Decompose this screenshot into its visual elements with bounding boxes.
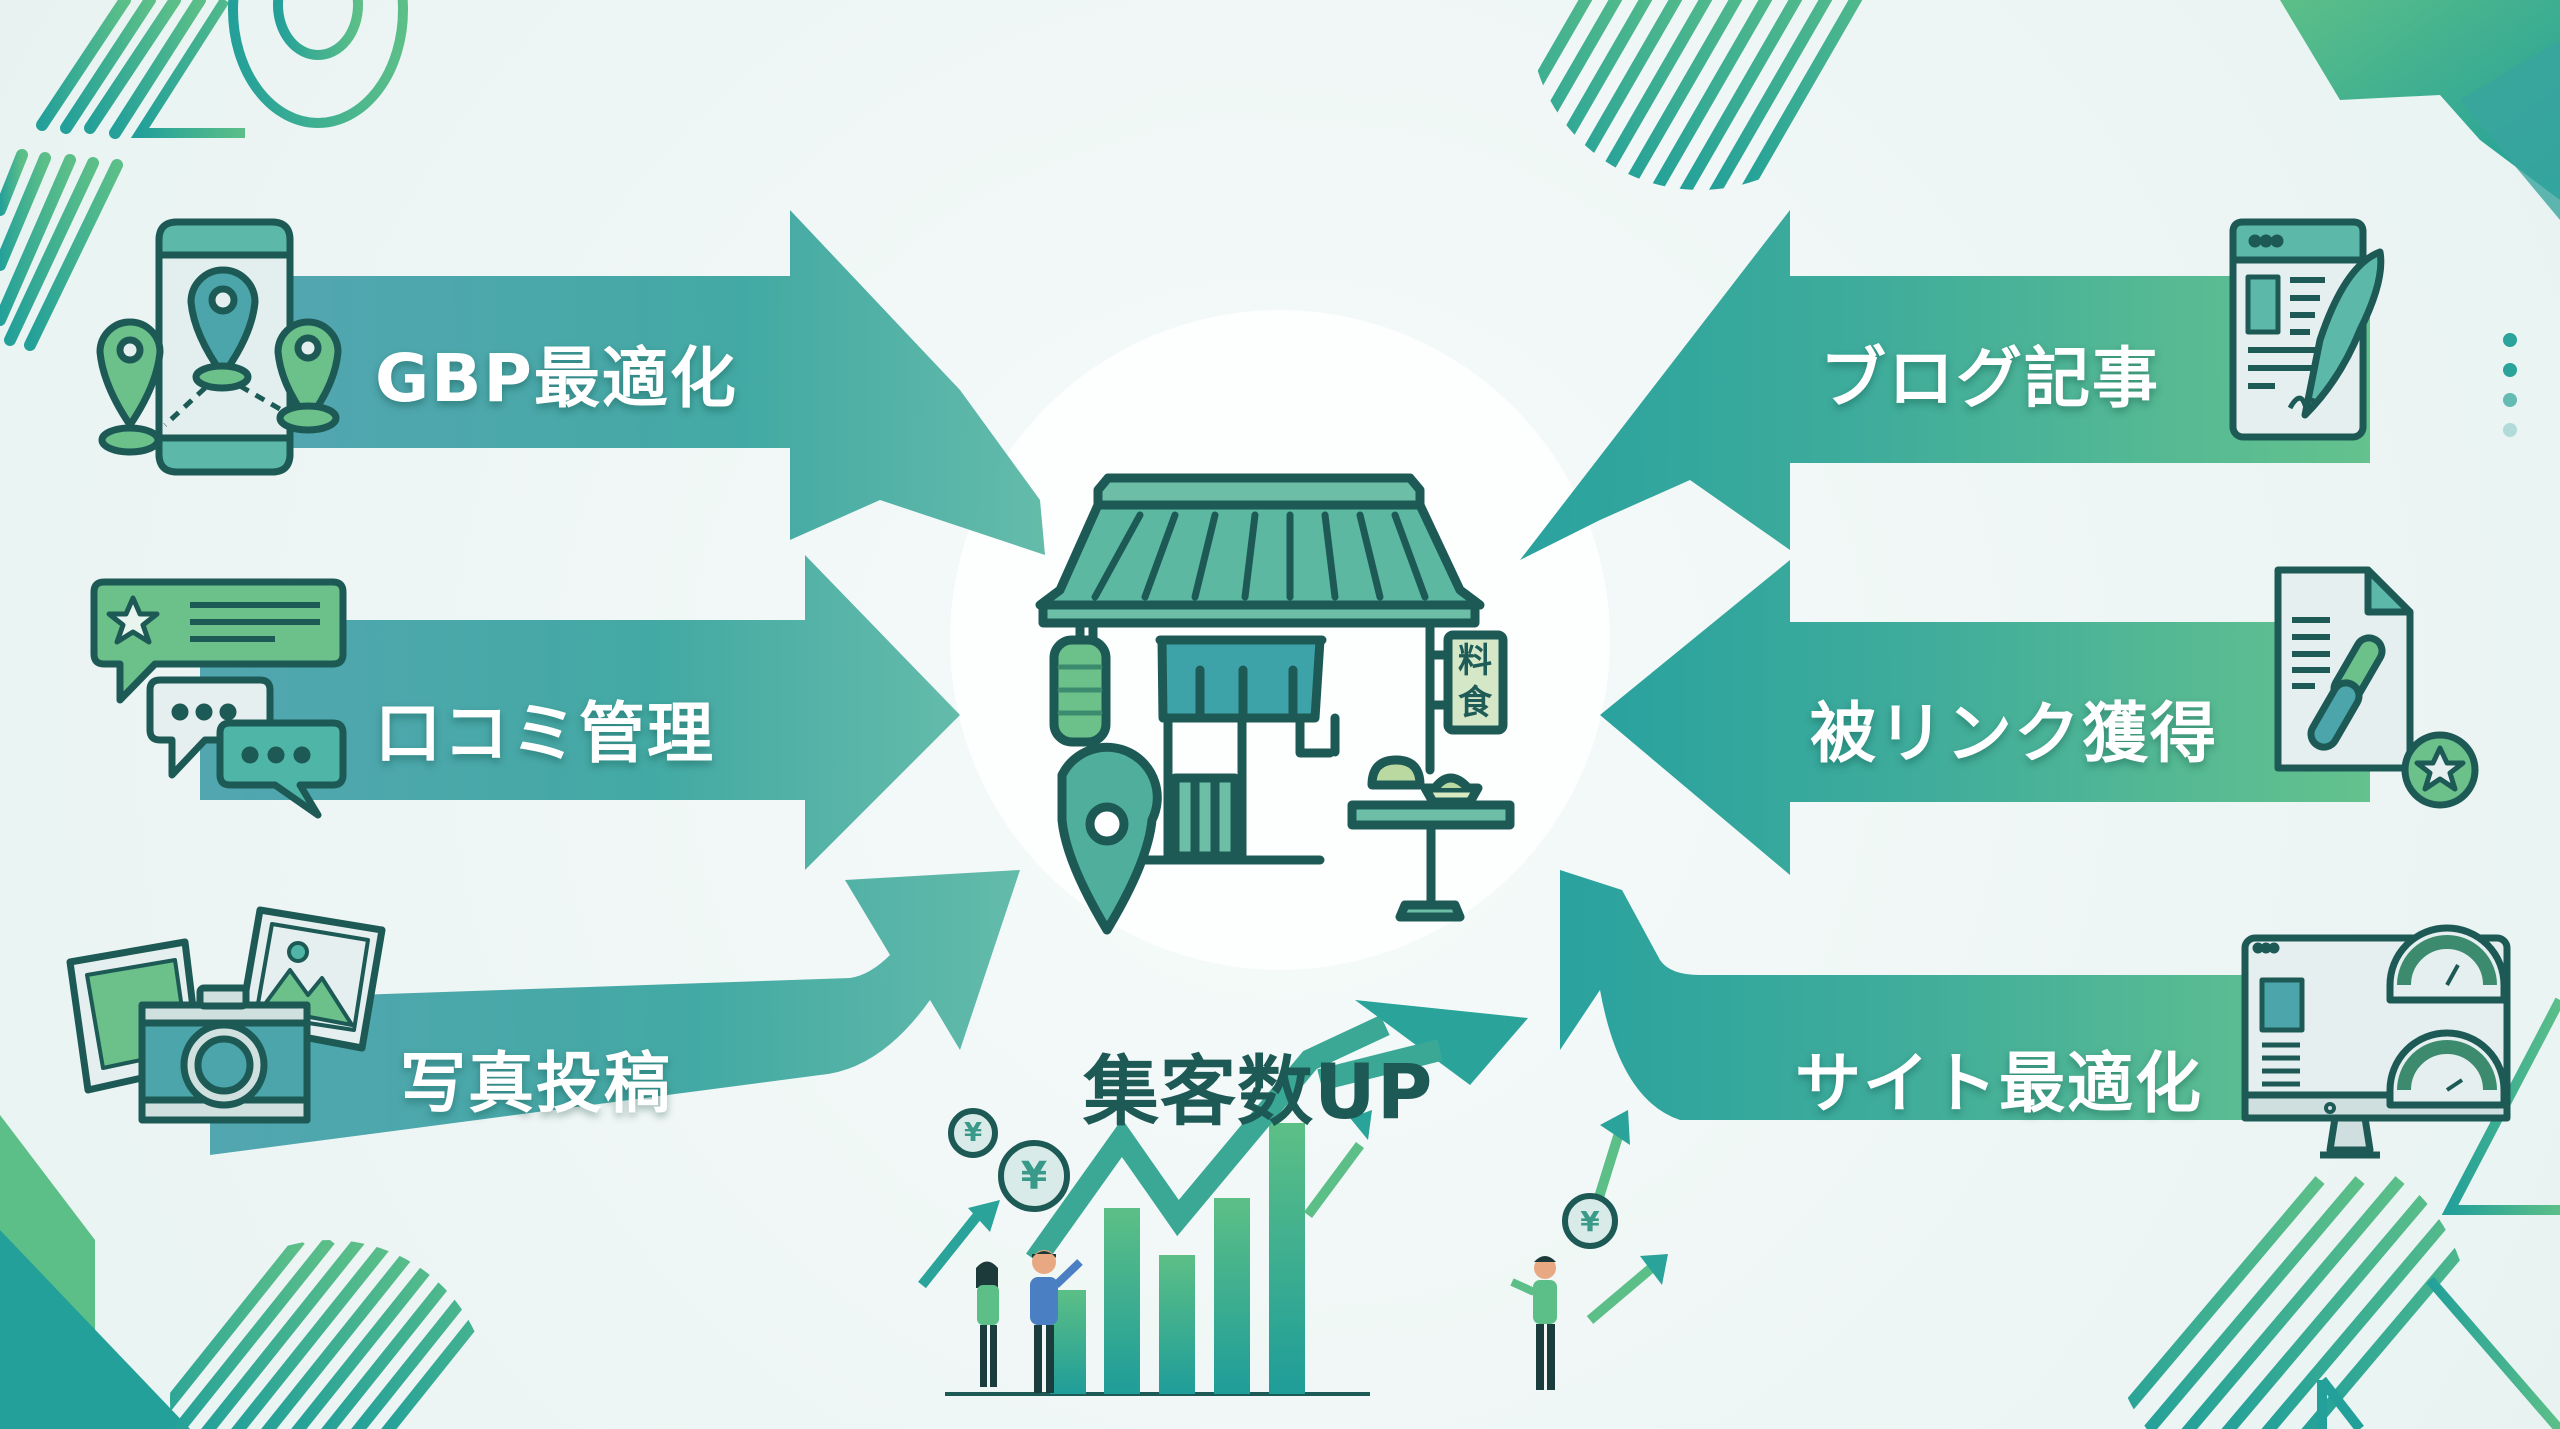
- yen-coin-icon: ¥: [948, 1108, 998, 1158]
- arrow-site: [1560, 870, 2370, 1120]
- arrow-reviews: [200, 555, 960, 870]
- triangle-outline-top-left: [130, 0, 245, 138]
- review-speech-bubbles-icon: [90, 578, 347, 819]
- label-gbp-optimization: GBP最適化: [375, 340, 738, 417]
- blog-article-quill-icon: [2229, 218, 2385, 441]
- label-review-management: 口コミ管理: [375, 695, 715, 772]
- vertical-dots-right: [2503, 333, 2517, 437]
- camera-photos-icon: [66, 906, 386, 1124]
- label-backlink-acquisition: 被リンク獲得: [1810, 695, 2218, 772]
- restaurant-storefront-icon: [1035, 473, 1515, 935]
- label-site-optimization: サイト最適化: [1795, 1045, 2203, 1122]
- arrow-photos: [210, 870, 1020, 1155]
- arrow-blog: [1520, 210, 2370, 560]
- shop-sign-char-2: 食: [1458, 683, 1492, 723]
- diagonal-stripes-top-left: [0, 0, 206, 351]
- trend-arrowhead: [1355, 1000, 1528, 1085]
- arrow-backlinks: [1600, 560, 2370, 875]
- striped-circle-bottom-left: [170, 1240, 490, 1429]
- headline-customer-increase: 集客数UP: [1083, 1047, 1434, 1136]
- triangle-outline-bottom-right: [2441, 997, 2560, 1215]
- smartphone-map-pins-icon: [96, 218, 342, 476]
- striped-circle-top-right: [1530, 0, 1870, 190]
- yen-coin-icon: ¥: [1562, 1193, 1618, 1249]
- ring-outline-top: [228, 0, 408, 128]
- monitor-speed-gauge-icon: [2241, 924, 2511, 1159]
- document-link-star-icon: [2274, 566, 2479, 809]
- arrow-gbp: [290, 210, 1045, 555]
- corner-shape-top-right: [2280, 0, 2560, 200]
- yen-coin-icon: ¥: [998, 1140, 1070, 1212]
- people-illustration: [976, 1250, 1557, 1393]
- label-photo-posting: 写真投稿: [400, 1045, 672, 1122]
- shop-sign-char-1: 料: [1458, 641, 1492, 681]
- label-blog-article: ブログ記事: [1820, 340, 2160, 417]
- trend-line: [1026, 1015, 1390, 1267]
